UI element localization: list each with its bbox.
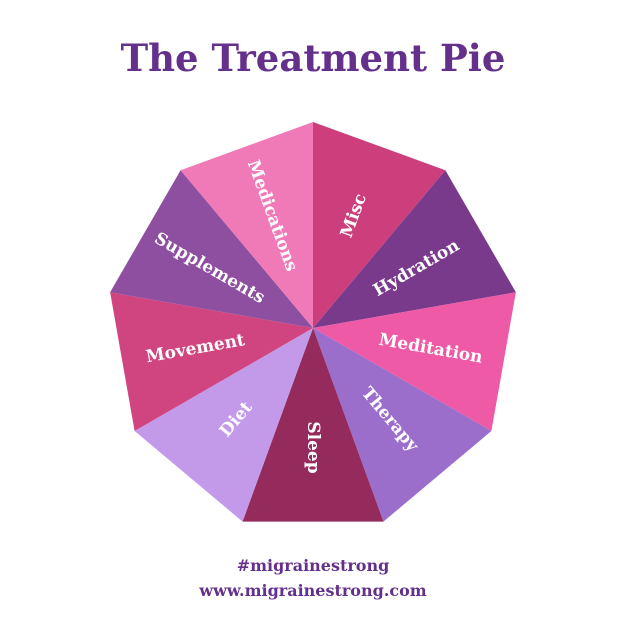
pie-slice-supplements <box>110 170 313 328</box>
pie-slice-sleep <box>242 328 384 522</box>
pie-slice-therapy <box>313 328 492 522</box>
slice-label-sleep: Sleep <box>303 421 323 473</box>
pie-slice-medications <box>180 122 313 328</box>
pie-slice-movement <box>110 292 313 431</box>
chart-title: The Treatment Pie <box>120 36 506 80</box>
pie-slice-hydration <box>313 170 516 328</box>
website-link[interactable]: www.migrainestrong.com <box>199 581 427 600</box>
pie-slice-meditation <box>313 292 516 431</box>
hashtag-text: #migrainestrong <box>236 556 390 575</box>
pie-slice-misc <box>313 122 446 328</box>
pie-slice-diet <box>134 328 313 522</box>
